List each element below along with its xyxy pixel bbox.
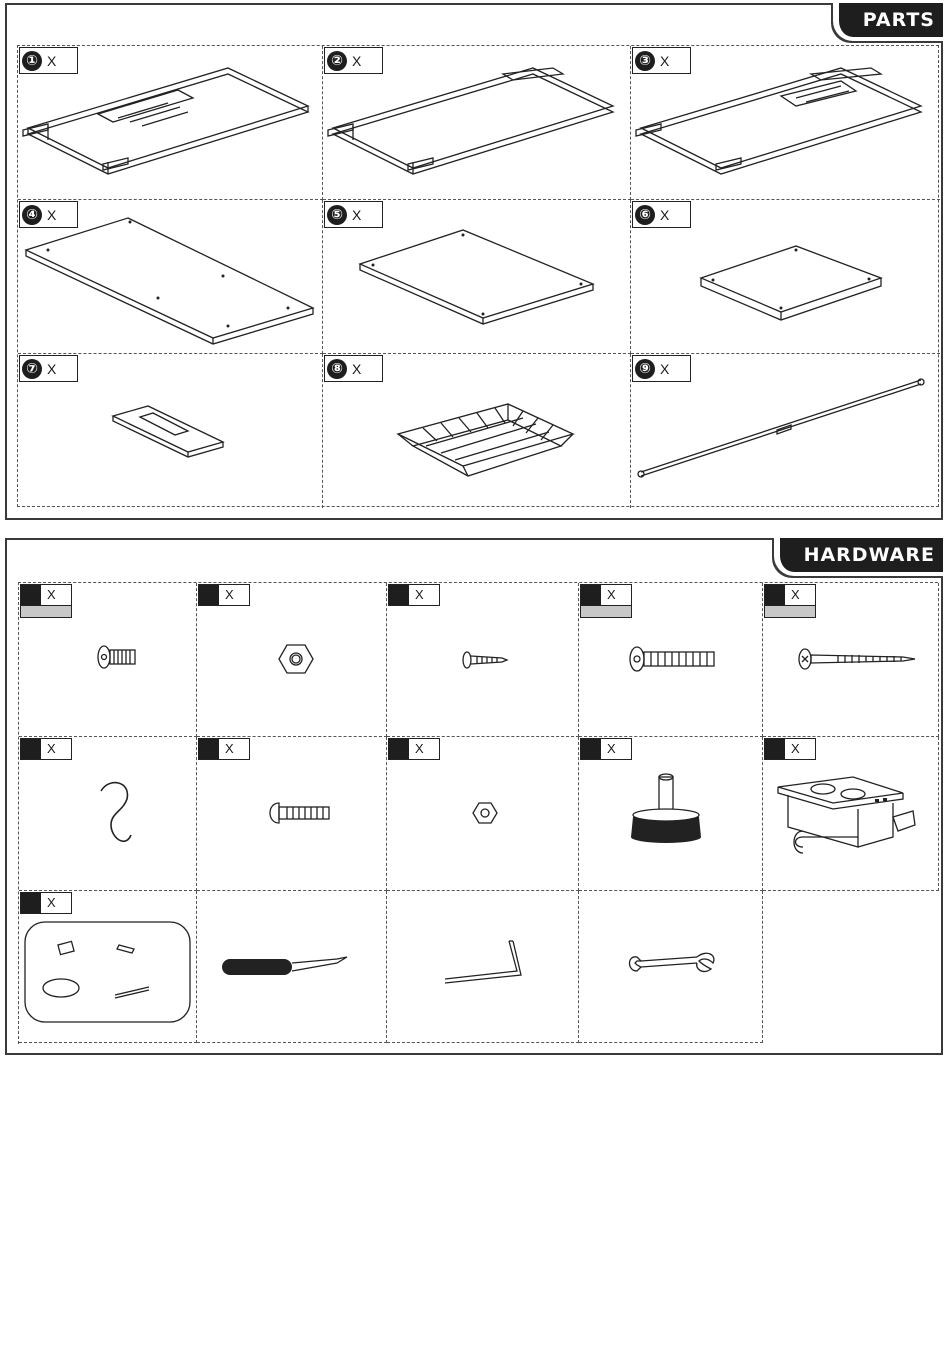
- hardware-cell-8: X: [387, 737, 579, 891]
- hardware-cell-13: [387, 891, 579, 1043]
- hardware-section: HARDWARE X X X X: [5, 538, 943, 1055]
- hardware-tab: HARDWARE: [774, 538, 943, 576]
- medium-panel-icon: [323, 200, 631, 354]
- screwdriver-icon: [197, 891, 387, 1043]
- hardware-cell-4: X: [579, 583, 763, 737]
- hardware-cell-14: [579, 891, 763, 1043]
- wire-basket-icon: [323, 354, 631, 508]
- allen-key-icon: [387, 891, 579, 1043]
- mounting-kit-icon: [19, 891, 197, 1043]
- small-panel-icon: [631, 200, 940, 354]
- desk-frame-2-icon: [323, 46, 631, 200]
- s-hook-icon: [19, 737, 197, 891]
- hardware-cell-10: X: [763, 737, 939, 891]
- power-strip-icon: [763, 737, 939, 891]
- wood-screw-icon: [763, 583, 939, 737]
- hardware-cell-3: X: [387, 583, 579, 737]
- hardware-cell-7: X: [197, 737, 387, 891]
- hardware-cell-12: [197, 891, 387, 1043]
- hardware-cell-2: X: [197, 583, 387, 737]
- hardware-cell-6: X: [19, 737, 197, 891]
- small-screw-icon: [387, 583, 579, 737]
- button-bolt-icon: [197, 737, 387, 891]
- large-panel-icon: [18, 200, 323, 354]
- hardware-grid: X X X X X: [18, 582, 938, 1044]
- grommet-plate-icon: [18, 354, 323, 508]
- wrench-icon: [579, 891, 763, 1043]
- parts-tab: PARTS: [833, 3, 943, 41]
- tension-rod-icon: [631, 354, 940, 508]
- small-nut-icon: [387, 737, 579, 891]
- long-bolt-icon: [579, 583, 763, 737]
- leveling-foot-icon: [579, 737, 763, 891]
- hex-nut-icon: [197, 583, 387, 737]
- desk-frame-1-icon: [18, 46, 323, 200]
- hardware-cell-1: X: [19, 583, 197, 737]
- short-bolt-icon: [19, 583, 197, 737]
- hardware-cell-11: X: [19, 891, 197, 1043]
- hardware-cell-5: X: [763, 583, 939, 737]
- hardware-cell-9: X: [579, 737, 763, 891]
- desk-frame-3-icon: [631, 46, 940, 200]
